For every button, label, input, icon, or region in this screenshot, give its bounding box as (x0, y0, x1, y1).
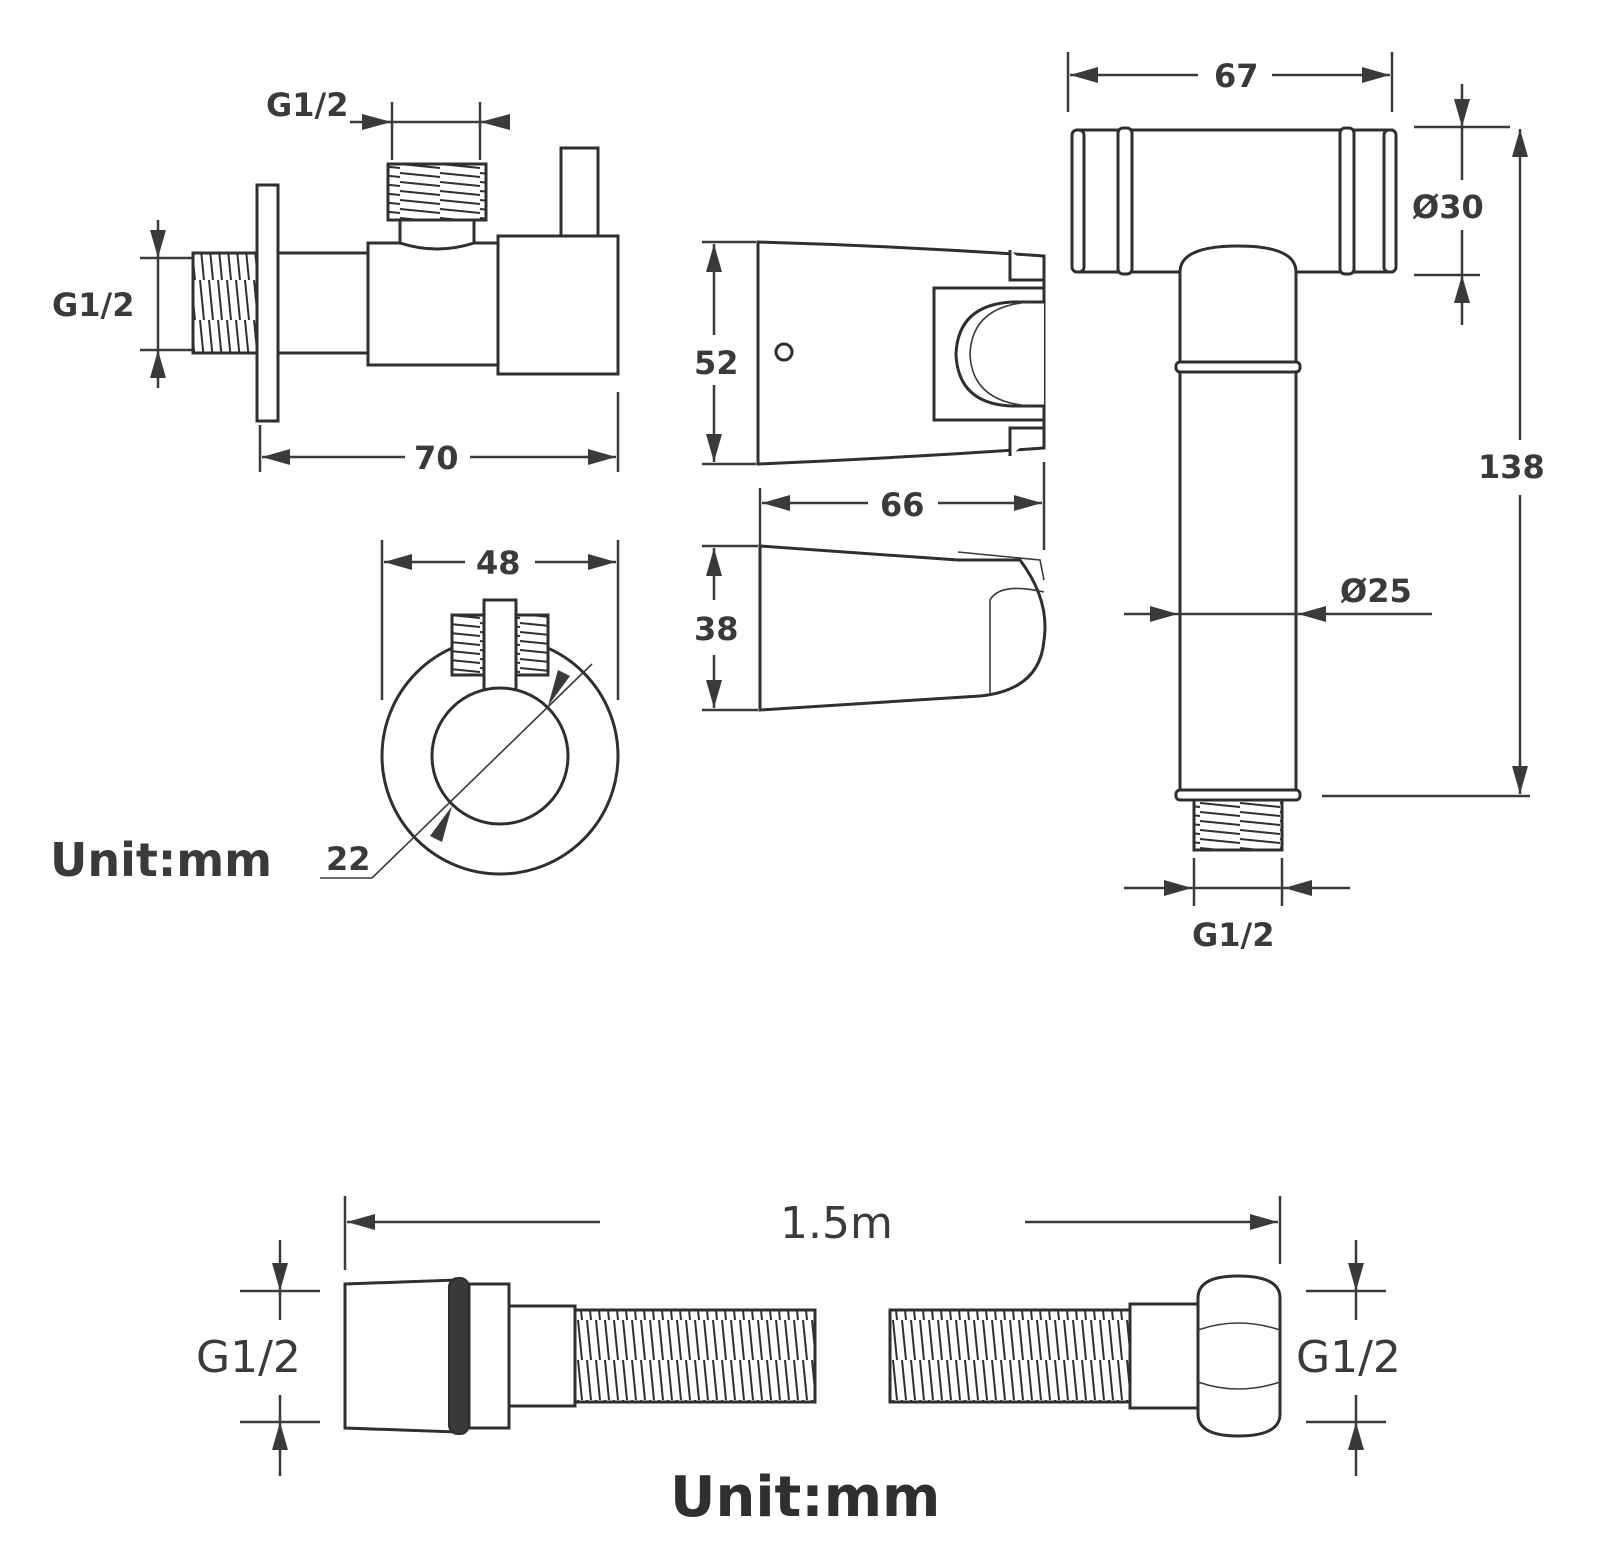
valve-width-label: 48 (476, 544, 521, 582)
unit-label-bottom: Unit:mm (670, 1465, 940, 1530)
sprayer-head-diameter-label: Ø30 (1412, 188, 1484, 226)
valve-top-collar (398, 214, 476, 251)
sprayer-head-cap-left (1070, 128, 1086, 274)
hose-right-ferrule (1128, 1302, 1200, 1410)
holder-mount-hole (774, 342, 794, 362)
valve-inner-circle (430, 686, 570, 826)
holder-side-outline (758, 544, 1047, 712)
valve-handle-block (496, 234, 620, 376)
valve-handle-stem (559, 146, 600, 238)
holder-top-cradle (954, 300, 1044, 408)
hose-left-cone (343, 1278, 458, 1434)
sprayer-total-length-label: 138 (1478, 448, 1545, 486)
hose-left-thread-label: G1/2 (196, 1332, 301, 1383)
sprayer-body-ring (1174, 360, 1302, 374)
hose-left-collar (467, 1282, 511, 1430)
valve-neck (276, 251, 370, 355)
sprayer-body-diameter-label: Ø25 (1340, 572, 1412, 610)
holder-depth-label: 38 (694, 610, 739, 648)
holder-length-label: 66 (880, 486, 925, 524)
sprayer-thread-label: G1/2 (1192, 916, 1274, 954)
valve-top-thread-label: G1/2 (266, 86, 348, 124)
hose-length-label: 1.5m (780, 1198, 893, 1249)
hose-right-nut (1196, 1274, 1282, 1438)
hose-left-oring (448, 1277, 470, 1435)
angle-valve-front-view: 22 48 (320, 540, 620, 879)
sprayer-head-length-label: 67 (1214, 57, 1259, 95)
sprayer-head-cap-right (1382, 128, 1398, 274)
valve-front-stem (482, 598, 518, 694)
valve-side-thread-label: G1/2 (52, 286, 134, 324)
valve-flange (255, 183, 280, 423)
sprayer-view: 67 Ø30 138 Ø25 G1/2 (1066, 52, 1545, 954)
angle-valve-side-view: G1/2 G1/2 70 (52, 86, 620, 477)
holder-top-view: 52 66 (694, 240, 1046, 550)
valve-inner-diameter-label: 22 (326, 840, 371, 878)
sprayer-head-ring-right (1338, 126, 1356, 276)
holder-height-label: 52 (694, 344, 739, 382)
valve-length-label: 70 (414, 439, 459, 477)
valve-body (366, 241, 500, 367)
holder-side-view: 38 (694, 544, 1047, 712)
unit-label-top: Unit:mm (50, 833, 272, 887)
hose-left-ferrule (507, 1304, 577, 1408)
hose-view: 1.5m G1/2 G1/2 (196, 1196, 1401, 1476)
hose-right-thread-label: G1/2 (1296, 1332, 1401, 1383)
sprayer-head-ring-left (1116, 126, 1134, 276)
sprayer-body (1178, 244, 1298, 798)
